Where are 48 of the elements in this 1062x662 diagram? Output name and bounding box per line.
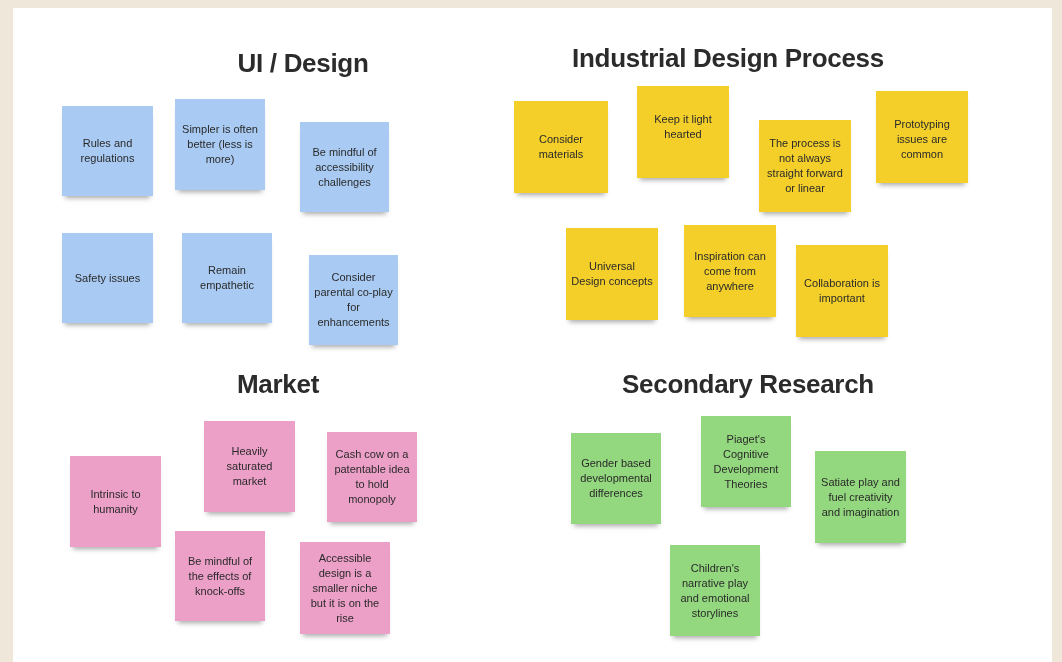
section-heading: Industrial Design Process [572,43,884,74]
note-text: Prototyping issues are common [893,117,951,162]
sticky-note [175,531,265,621]
section-heading: Secondary Research [622,369,874,400]
note-text: Rules and regulations [79,136,136,166]
note-text: Satiate play and fuel creativity and imagination [820,474,901,520]
sticky-note [571,433,661,524]
note-text: Accessible design is a smaller niche but it is on the rise [309,550,381,626]
note-text: Remain empathetic [199,263,255,293]
sticky-note [300,122,389,212]
note-text: Universal Design concepts [571,259,653,289]
note-text: Be mindful of accessibility challenges [311,144,378,190]
note-text: Cash cow on a patentable idea to hold monopoly [333,447,411,507]
sticky-note [175,99,265,190]
note-text: The process is not always straight forward or linear [766,136,844,196]
sticky-note [876,91,968,183]
note-text: Piaget's Cognitive Development Theories [712,431,780,492]
sticky-note [701,416,791,507]
sticky-note [300,542,390,634]
sticky-note [670,545,760,636]
sticky-note [815,451,906,543]
note-text: Be mindful of the effects of knock-offs [186,553,254,599]
note-text: Consider parental co-play for enhancements [314,270,393,330]
sticky-note [514,101,608,193]
sticky-note [182,233,272,323]
note-text: Safety issues [74,270,141,286]
note-text: Simpler is often better (less is more) [181,122,259,167]
note-text: Children's narrative play and emotional storylines [679,560,751,621]
note-text: Inspiration can come from anywhere [693,248,767,294]
note-text: Heavily saturated market [225,444,274,489]
note-text: Consider materials [537,132,585,162]
sticky-note [70,456,161,547]
sticky-note [327,432,417,522]
note-text: Gender based developmental differences [579,456,653,501]
sticky-note [684,225,776,317]
section-heading: Market [237,369,319,400]
section-heading: UI / Design [237,48,369,79]
note-text: Collaboration is important [803,276,881,306]
sticky-note [637,86,729,178]
note-text: Keep it light hearted [653,112,713,142]
sticky-note [759,120,851,212]
note-text: Intrinsic to humanity [89,486,142,517]
sticky-note [566,228,658,320]
sticky-note [62,233,153,323]
sticky-note [204,421,295,512]
sticky-note [796,245,888,337]
sticky-note [62,106,153,196]
sticky-note [309,255,398,345]
